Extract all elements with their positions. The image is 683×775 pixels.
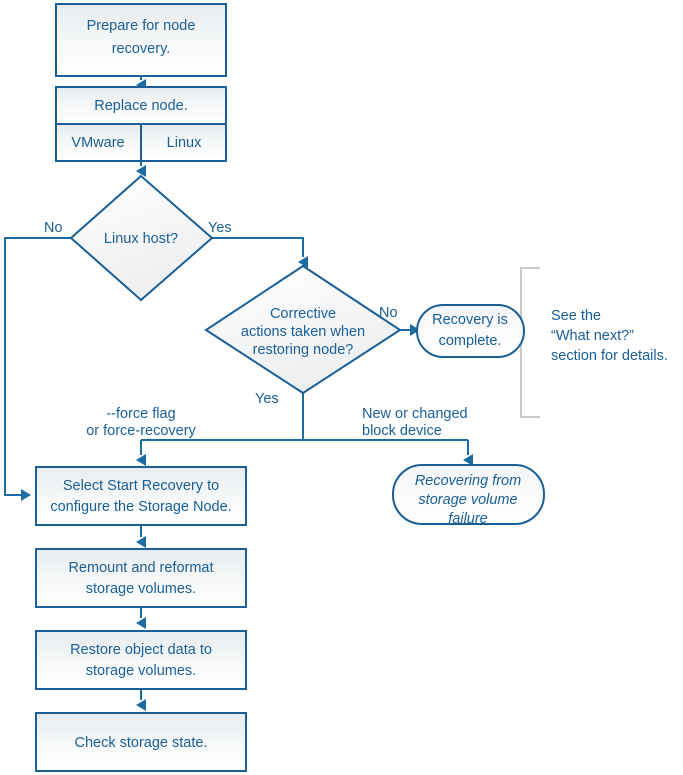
node-linux-host-label: Linux host? [104, 231, 178, 247]
node-check-storage-state-label: Check storage state. [75, 735, 208, 751]
edge-label-force-flag-line1: --force flag [106, 406, 175, 422]
edge-label-linux-host-no: No [44, 220, 63, 236]
node-replace-linux-cell[interactable]: Linux [140, 123, 227, 162]
node-vmware-label: VMware [71, 135, 124, 151]
node-restore-line1: Restore object data to [70, 642, 212, 658]
node-recovering-line3: failure [448, 511, 488, 527]
edge-label-corrective-yes: Yes [255, 391, 279, 407]
node-replace-vmware-cell[interactable]: VMware [55, 123, 142, 162]
edge-label-corrective-no: No [379, 305, 398, 321]
connector-linux-host-no [4, 237, 72, 501]
edge-label-linux-host-yes: Yes [208, 220, 232, 236]
node-corrective-label-line2: actions taken when [241, 324, 365, 340]
node-corrective-actions-decision[interactable]: Corrective actions taken when restoring … [204, 264, 402, 395]
node-recovery-complete-line1: Recovery is [432, 312, 508, 328]
node-recovery-complete-line2: complete. [439, 333, 502, 349]
node-select-start-recovery[interactable]: Select Start Recovery to configure the S… [35, 466, 247, 526]
node-prepare-label-line2: recovery. [112, 41, 171, 57]
node-recovering-line2: storage volume [418, 492, 517, 508]
node-prepare-for-node-recovery[interactable]: Prepare for node recovery. [55, 3, 227, 77]
node-check-storage-state[interactable]: Check storage state. [35, 712, 247, 772]
node-linux-label: Linux [167, 135, 202, 151]
side-note-line1: See the [551, 308, 601, 324]
edge-label-block-device-line1: New or changed [362, 406, 468, 422]
side-note-line3: section for details. [551, 348, 668, 364]
node-remount-line2: storage volumes. [86, 581, 196, 597]
node-recovering-from-storage-volume-failure[interactable]: Recovering from storage volume failure [392, 464, 545, 527]
node-restore-object-data[interactable]: Restore object data to storage volumes. [35, 630, 247, 690]
node-corrective-label-line1: Corrective [270, 306, 336, 322]
side-note-line2: “What next?” [551, 328, 634, 344]
node-replace-node[interactable]: Replace node. [55, 86, 227, 125]
node-select-start-recovery-line1: Select Start Recovery to [63, 478, 219, 494]
node-recovering-line1: Recovering from [415, 473, 521, 489]
node-replace-label: Replace node. [94, 98, 188, 114]
node-restore-line2: storage volumes. [86, 663, 196, 679]
edge-label-force-flag-line2: or force-recovery [86, 423, 196, 439]
node-linux-host-decision[interactable]: Linux host? [69, 174, 214, 302]
node-remount-line1: Remount and reformat [68, 560, 213, 576]
connector-linux-host-yes [212, 237, 308, 268]
node-corrective-label-line3: restoring node? [253, 342, 354, 358]
side-bracket [520, 267, 540, 418]
node-prepare-label-line1: Prepare for node [87, 18, 196, 34]
node-remount-and-reformat[interactable]: Remount and reformat storage volumes. [35, 548, 247, 608]
edge-label-block-device-line2: block device [362, 423, 442, 439]
connector-corrective-yes-split [136, 392, 473, 466]
node-select-start-recovery-line2: configure the Storage Node. [50, 499, 231, 515]
node-recovery-is-complete[interactable]: Recovery is complete. [416, 304, 525, 358]
